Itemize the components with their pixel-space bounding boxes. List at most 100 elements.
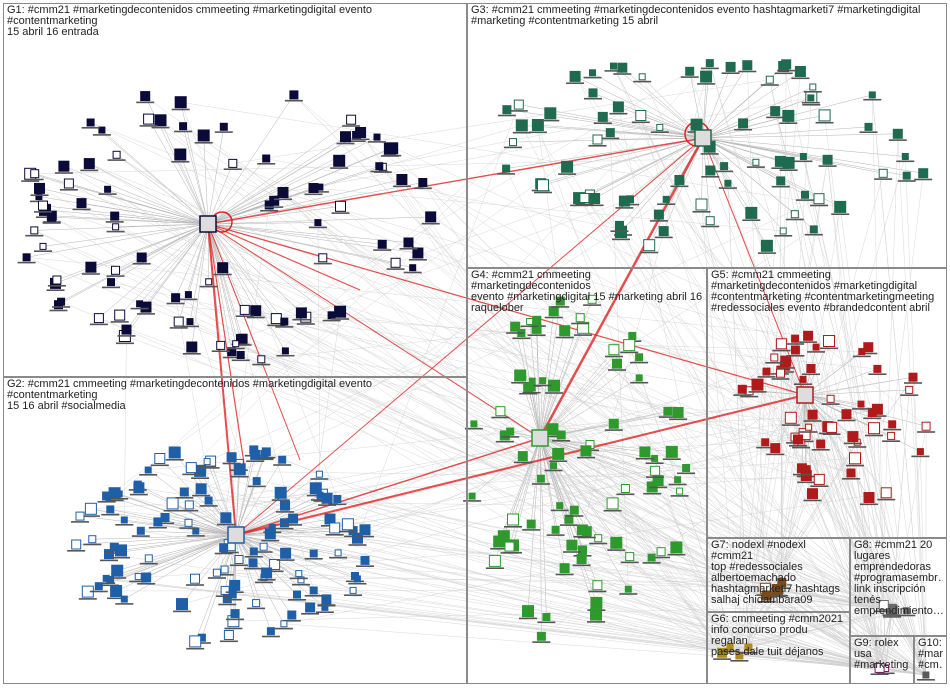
vertex-avatar (901, 153, 909, 160)
vertex-label-mark (772, 349, 791, 352)
vertex-avatar (106, 505, 115, 514)
vertex-avatar (280, 500, 290, 511)
vertex-label-mark (760, 84, 779, 86)
vertex-avatar (425, 211, 437, 223)
vertex-avatar (470, 420, 478, 428)
vertex-label-mark (649, 220, 668, 222)
vertex-avatar (390, 257, 401, 268)
vertex-avatar (346, 114, 357, 125)
vertex-label-mark (771, 378, 790, 380)
vertex-avatar (782, 109, 795, 122)
vertex-avatar (526, 318, 534, 325)
vertex-label-mark (331, 318, 350, 320)
vertex-avatar (908, 372, 918, 382)
vertex-label-mark (224, 627, 243, 630)
vertex-avatar (765, 75, 774, 84)
vertex-avatar (133, 482, 145, 494)
vertex-label-mark (17, 261, 36, 264)
vertex-label-mark (756, 446, 775, 449)
vertex-avatar (506, 427, 515, 436)
vertex-label-mark (356, 535, 374, 538)
vertex-label-mark (102, 286, 120, 289)
vertex-label-mark (533, 384, 552, 387)
vertex-avatar (635, 110, 647, 121)
vertex-label-mark (54, 172, 73, 174)
vertex-avatar (617, 62, 628, 73)
vertex-avatar (144, 466, 152, 474)
vertex-label-mark (186, 584, 204, 586)
vertex-label-mark (171, 108, 190, 111)
vertex-label-mark (863, 98, 882, 101)
vertex-label-mark (105, 552, 124, 554)
vertex-label-mark (150, 464, 169, 467)
vertex-avatar (120, 516, 128, 524)
vertex-label-mark (587, 621, 605, 623)
vertex-label-mark (107, 597, 126, 600)
vertex-avatar (826, 394, 835, 403)
vertex-avatar (559, 325, 571, 337)
vertex-avatar (418, 178, 428, 187)
vertex-avatar (612, 358, 622, 369)
vertex-label-mark (863, 417, 882, 420)
vertex-avatar (226, 452, 237, 463)
vertex-avatar (204, 496, 213, 505)
vertex-avatar (228, 590, 237, 599)
vertex-label-mark (254, 581, 273, 584)
vertex-avatar (281, 347, 289, 355)
vertex-label-mark (545, 392, 563, 394)
vertex-label-mark (276, 559, 295, 561)
vertex-label-mark (654, 236, 673, 239)
vertex-label-mark (669, 418, 688, 421)
vertex-avatar (509, 138, 517, 147)
vertex-avatar (495, 406, 506, 417)
vertex-avatar (288, 513, 299, 524)
vertex-label-mark (98, 193, 117, 195)
vertex-avatar (513, 99, 524, 110)
vertex-label-mark (129, 580, 148, 583)
vertex-avatar (638, 73, 646, 81)
vertex-label-mark (757, 252, 776, 254)
vertex-label-mark (532, 641, 551, 643)
vertex-avatar (136, 252, 147, 263)
vertex-label-mark (338, 530, 357, 533)
vertex-label-mark (550, 509, 569, 512)
vertex-avatar (569, 505, 579, 515)
vertex-label-mark (179, 527, 198, 529)
vertex-avatar (662, 195, 670, 203)
vertex-label-mark (342, 125, 361, 127)
vertex-avatar (717, 647, 728, 658)
vertex-avatar (107, 278, 115, 287)
vertex-label-mark (877, 498, 896, 501)
vertex-label-mark (292, 583, 310, 586)
vertex-label-mark (46, 289, 65, 291)
vertex-avatar (115, 490, 123, 498)
vertex-label-mark (766, 116, 785, 119)
vertex-label-mark (571, 322, 590, 325)
vertex-avatar (280, 547, 292, 559)
vertex-label-mark (575, 203, 594, 206)
vertex-label-mark (621, 203, 639, 206)
vertex-avatar (305, 602, 316, 613)
vertex-label-mark (848, 446, 867, 448)
vertex-label-mark (604, 429, 623, 431)
vertex-label-mark (730, 660, 749, 662)
vertex-label-mark (235, 315, 254, 317)
vertex-label-mark (260, 209, 279, 212)
vertex-label-mark (619, 593, 638, 595)
vertex-avatar (75, 511, 85, 521)
vertex-label-mark (52, 306, 71, 308)
vertex-label-mark (137, 583, 156, 585)
vertex-avatar (184, 518, 193, 527)
vertex-avatar (823, 335, 835, 347)
vertex-label-mark (522, 529, 541, 531)
group-g3-panel: G3: #cmm21 cmmeeting #marketingdeconteni… (467, 3, 947, 268)
vertex-avatar (333, 495, 342, 503)
vertex-avatar (536, 631, 546, 641)
vertex-label-mark (34, 250, 52, 252)
vertex-label-mark (182, 353, 201, 355)
vertex-label-mark (670, 185, 689, 188)
vertex-label-mark (746, 166, 765, 168)
vertex-avatar (863, 342, 874, 353)
vertex-avatar (592, 580, 603, 591)
vertex-avatar (308, 183, 319, 193)
